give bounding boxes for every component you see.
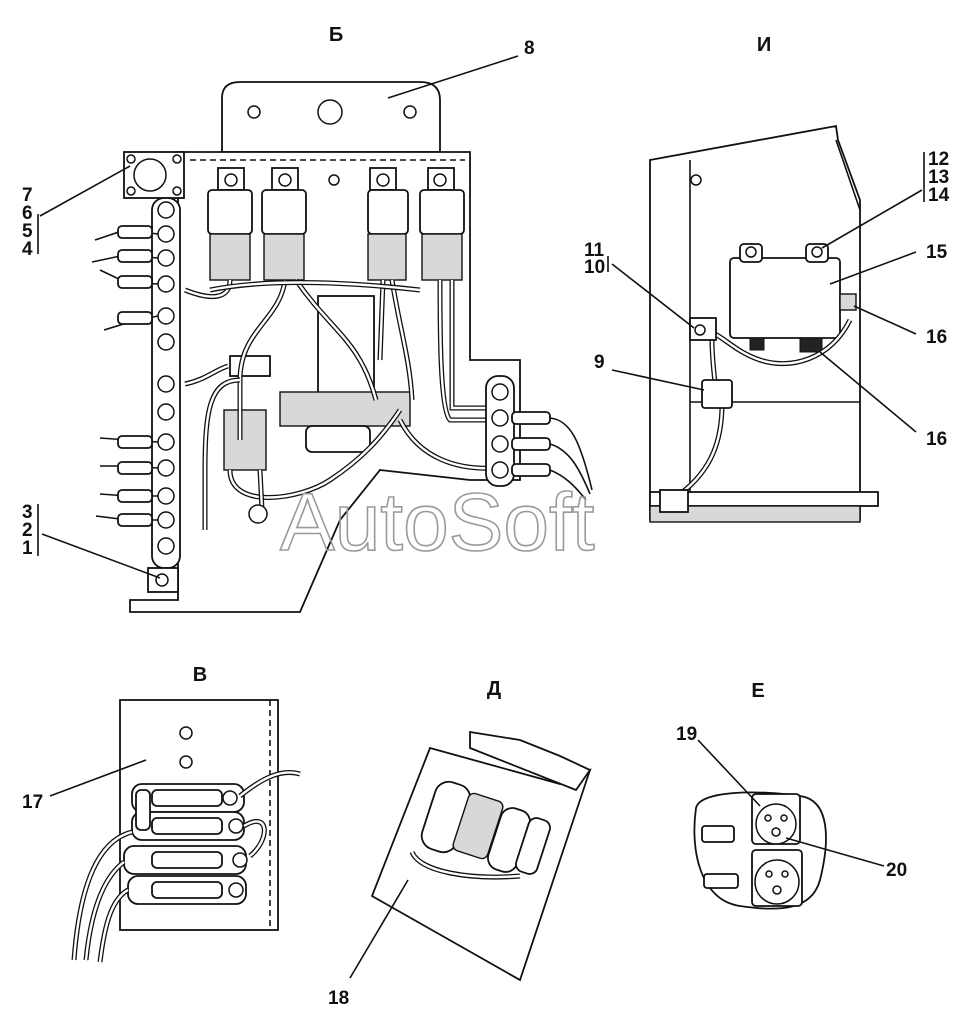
strip-base-bolt bbox=[155, 573, 169, 587]
callout-16-upper: 16 bbox=[926, 327, 947, 348]
module-relays bbox=[420, 780, 551, 875]
block-connector bbox=[799, 337, 823, 353]
bracket-hole bbox=[317, 99, 343, 125]
connector-cap bbox=[305, 425, 371, 453]
connector-9 bbox=[701, 379, 733, 409]
module-top bbox=[469, 730, 592, 792]
view-title-v: В bbox=[193, 664, 207, 686]
right-outgoing-wires bbox=[511, 411, 593, 501]
callout-5: 5 bbox=[22, 221, 33, 242]
control-block bbox=[729, 257, 841, 339]
plate-hole bbox=[179, 726, 193, 740]
callout-8: 8 bbox=[524, 38, 535, 59]
view-v-drawing bbox=[71, 699, 301, 963]
ground-lug-ring bbox=[133, 158, 167, 192]
leader-lines bbox=[37, 55, 925, 979]
connector-housing bbox=[279, 391, 411, 427]
callout-14: 14 bbox=[928, 185, 950, 206]
mount-hole bbox=[248, 504, 268, 524]
module-plate bbox=[370, 746, 592, 982]
callout-13: 13 bbox=[928, 167, 949, 188]
view-b-drawing bbox=[91, 81, 593, 613]
callout-1: 1 bbox=[22, 538, 33, 559]
callout-20: 20 bbox=[886, 860, 907, 881]
cabinet-hole bbox=[690, 174, 702, 186]
right-terminal-screw bbox=[491, 435, 509, 453]
plate-slot bbox=[701, 825, 735, 843]
fuse-wires bbox=[71, 770, 301, 963]
view-i-drawing bbox=[649, 124, 879, 523]
callout-16-lower: 16 bbox=[926, 429, 947, 450]
callout-2: 2 bbox=[22, 520, 33, 541]
bracket-hole bbox=[403, 105, 417, 119]
cabinet-edge bbox=[835, 139, 861, 211]
plate-hole bbox=[328, 174, 340, 186]
view-title-b: Б bbox=[329, 24, 343, 46]
callout-18: 18 bbox=[328, 988, 349, 1009]
lug-hole bbox=[126, 186, 136, 196]
block-connector bbox=[749, 337, 765, 351]
callout-12: 12 bbox=[928, 149, 949, 170]
right-terminal-screw bbox=[491, 383, 509, 401]
lug-hole bbox=[126, 154, 136, 164]
relay-row bbox=[207, 167, 465, 281]
view-d-drawing bbox=[370, 730, 592, 982]
view-title-i: И bbox=[757, 34, 771, 56]
floor-clip bbox=[659, 489, 689, 513]
view-title-d: Д bbox=[487, 678, 501, 700]
plate-slot bbox=[703, 873, 739, 889]
left-terminal-screws bbox=[157, 201, 175, 555]
right-terminal-strip bbox=[485, 375, 515, 487]
lug-hole bbox=[172, 186, 182, 196]
clamp bbox=[229, 355, 271, 377]
callout-15: 15 bbox=[926, 242, 948, 263]
callout-10: 10 bbox=[584, 257, 605, 278]
callout-7: 7 bbox=[22, 185, 33, 206]
left-outgoing-wires bbox=[91, 225, 159, 527]
panel-wiring bbox=[184, 278, 496, 530]
fuse-holders bbox=[123, 783, 248, 905]
right-terminal-screw bbox=[491, 461, 509, 479]
view-e-drawing bbox=[693, 791, 827, 910]
callout-6: 6 bbox=[22, 203, 33, 224]
cabinet-floor-edge bbox=[649, 505, 861, 523]
callout-4: 4 bbox=[22, 239, 33, 260]
callout-3: 3 bbox=[22, 502, 33, 523]
watermark: AutoSoft bbox=[280, 477, 595, 568]
plate-hole bbox=[179, 755, 193, 769]
callout-11: 11 bbox=[584, 240, 605, 261]
strip-base bbox=[147, 567, 179, 593]
right-terminal-screw bbox=[491, 409, 509, 427]
view-title-e: Е bbox=[751, 680, 764, 702]
lower-relay bbox=[223, 409, 267, 471]
bracket-hole bbox=[247, 105, 261, 119]
block-connector bbox=[839, 293, 857, 311]
center-block bbox=[317, 295, 375, 407]
callout-17: 17 bbox=[22, 792, 43, 813]
lug-hole bbox=[172, 154, 182, 164]
callout-9: 9 bbox=[594, 352, 605, 373]
callout-19: 19 bbox=[676, 724, 697, 745]
